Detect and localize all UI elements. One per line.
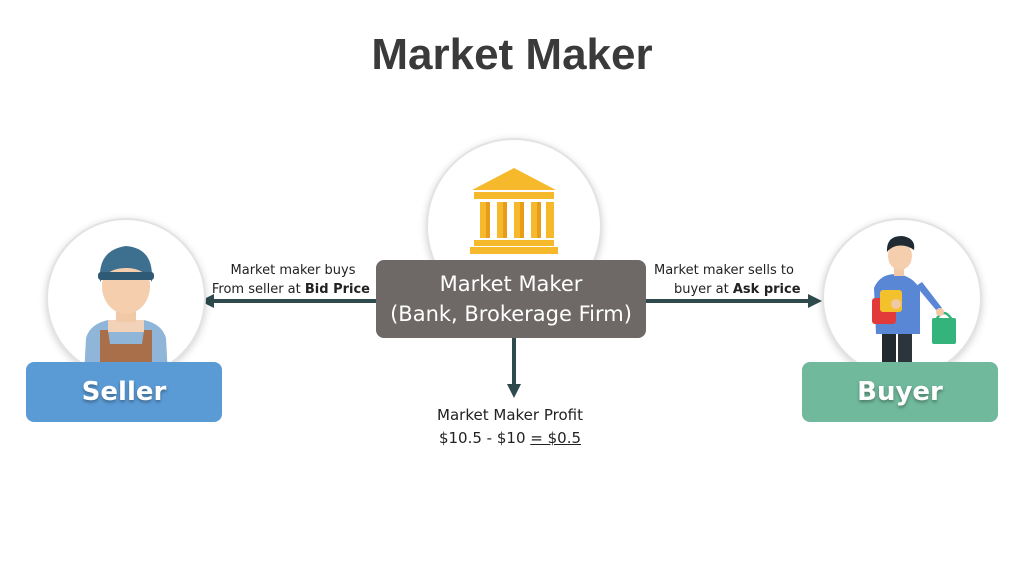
seller-flow-note-line1: Market maker buys [230,263,356,278]
profit-title: Market Maker Profit [437,406,583,424]
profit-calc-prefix: $10.5 - $10 [438,429,531,447]
bank-icon [470,168,558,254]
seller-label: Seller [26,362,222,422]
arrow-to-profit-head [507,384,521,398]
seller-flow-note-line2: From seller at Bid Price [206,280,370,299]
buyer-label: Buyer [802,362,998,422]
ask-price-label: Ask price [732,282,801,297]
profit-calc: $10.5 - $10 = $0.5 [410,427,610,450]
seller-flow-note: Market maker buys From seller at Bid Pri… [206,261,370,299]
buyer-circle [822,218,982,378]
buyer-flow-note: Market maker sells to buyer at Ask price [654,261,818,299]
buyer-label-text: Buyer [857,377,943,407]
buyer-flow-note-prefix: buyer at [674,282,733,297]
arrow-to-buyer-head [808,294,822,308]
profit-note: Market Maker Profit $10.5 - $10 = $0.5 [410,404,610,450]
profit-result: = $0.5 [530,429,582,447]
market-maker-box: Market Maker (Bank, Brokerage Firm) [376,260,646,338]
seller-label-text: Seller [81,377,167,407]
market-maker-title: Market Maker [439,272,583,296]
buyer-flow-note-line2: buyer at Ask price [654,280,818,299]
buyer-flow-note-line1: Market maker sells to [654,263,794,278]
market-maker-subtitle: (Bank, Brokerage Firm) [390,302,632,326]
seller-flow-note-prefix: From seller at [211,282,305,297]
arrow-to-seller-head [200,294,214,308]
bid-price-label: Bid Price [304,282,370,297]
page-title: Market Maker [371,30,653,79]
seller-circle [46,218,206,378]
buyer-person-icon [872,236,956,376]
seller-person-icon [84,246,168,376]
